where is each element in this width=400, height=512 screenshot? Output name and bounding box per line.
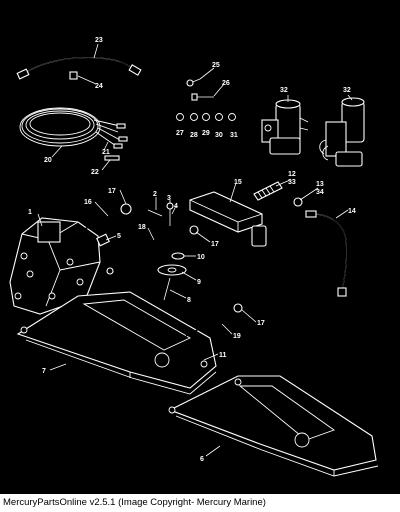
part-3-bolt — [166, 202, 174, 226]
part-6-bracket-plate — [168, 375, 379, 477]
part-7-transom-plate — [16, 291, 217, 395]
part-10-nut — [171, 252, 185, 260]
part-14-hose — [305, 210, 347, 297]
callout-11: 11 — [219, 352, 227, 359]
part-24-fitting — [69, 71, 78, 80]
callout-32b: 32 — [343, 87, 351, 94]
part-9-washer — [157, 264, 187, 276]
callout-17a: 17 — [108, 188, 116, 195]
part-5-bushing — [96, 233, 110, 247]
callout-9: 9 — [197, 279, 201, 286]
callout-30: 30 — [215, 132, 223, 139]
callout-34: 34 — [316, 189, 324, 196]
part-12-rod — [253, 181, 283, 201]
part-22-terminal — [104, 155, 120, 161]
callout-17b: 17 — [211, 241, 219, 248]
part-32-pump-motor-right — [319, 97, 365, 167]
callout-25: 25 — [212, 62, 220, 69]
part-8-bolt — [163, 277, 171, 301]
callout-10: 10 — [197, 254, 205, 261]
part-23-hose — [16, 57, 142, 80]
callout-26: 26 — [222, 80, 230, 87]
callout-19: 19 — [233, 333, 241, 340]
callout-14: 14 — [348, 208, 356, 215]
callout-33: 33 — [288, 179, 296, 186]
callout-21: 21 — [102, 149, 110, 156]
callout-32a: 32 — [280, 87, 288, 94]
part-20-harness — [19, 107, 128, 149]
part-2-bolt — [147, 209, 163, 217]
washers-27-31 — [176, 113, 236, 121]
callout-13: 13 — [316, 181, 324, 188]
part-26-screw — [191, 93, 214, 101]
callout-23: 23 — [95, 37, 103, 44]
callout-labels: 1 2 3 4 5 6 7 8 9 10 11 12 13 14 15 16 1… — [28, 37, 356, 463]
part-18-pivot-pin — [106, 225, 199, 275]
part-1-main-bracket — [9, 217, 101, 315]
copyright-caption: MercuryPartsOnline v2.5.1 (Image Copyrig… — [0, 494, 400, 512]
part-25-screw — [186, 78, 201, 87]
callout-31: 31 — [230, 132, 238, 139]
part-16-pin — [65, 203, 132, 239]
leader-lines — [37, 43, 353, 457]
parts-diagram: 1 2 3 4 5 6 7 8 9 10 11 12 13 14 15 16 1… — [0, 0, 400, 494]
callout-28: 28 — [190, 132, 198, 139]
callout-6: 6 — [200, 456, 204, 463]
callout-8: 8 — [187, 297, 191, 304]
callout-4: 4 — [174, 203, 178, 210]
exploded-view-drawing: 1 2 3 4 5 6 7 8 9 10 11 12 13 14 15 16 1… — [9, 37, 379, 477]
callout-15: 15 — [234, 179, 242, 186]
callout-20: 20 — [44, 157, 52, 164]
callout-16: 16 — [84, 199, 92, 206]
callout-27: 27 — [176, 130, 184, 137]
callout-17c: 17 — [257, 320, 265, 327]
callout-24: 24 — [95, 83, 103, 90]
callout-2: 2 — [153, 191, 157, 198]
callout-5: 5 — [117, 233, 121, 240]
callout-29: 29 — [202, 130, 210, 137]
part-15-cylinder-housing — [189, 191, 267, 247]
callout-1: 1 — [28, 209, 32, 216]
part-32-pump-motor-left — [261, 99, 309, 155]
callout-22: 22 — [91, 169, 99, 176]
part-19-pin — [185, 303, 243, 337]
callout-12: 12 — [288, 171, 296, 178]
callout-3: 3 — [167, 195, 171, 202]
callout-18: 18 — [138, 224, 146, 231]
callout-7: 7 — [42, 368, 46, 375]
